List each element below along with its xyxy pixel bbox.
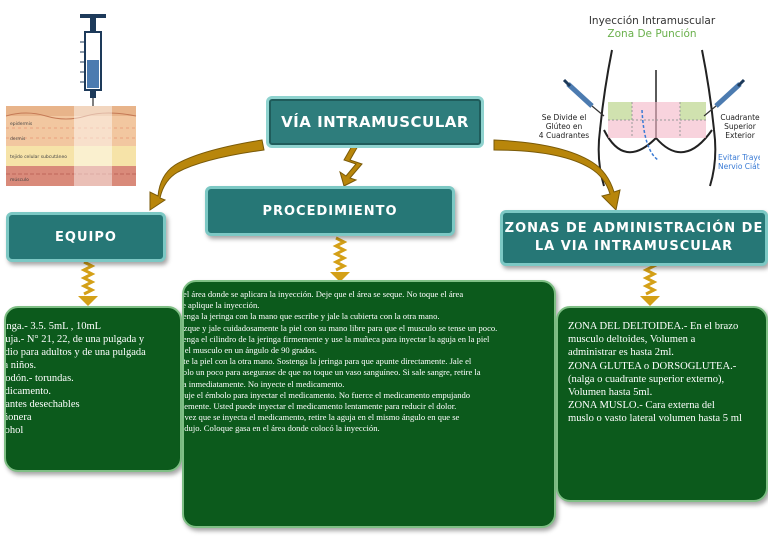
main-title: VÍA INTRAMUSCULAR xyxy=(281,113,469,131)
procedimiento-line: aguja inmediatamente. No inyecte el medi… xyxy=(182,378,345,389)
zonas-line: ZONA DEL DELTOIDEA.- En el brazo xyxy=(568,321,739,332)
glute-left-label-3: 4 Cuadrantes xyxy=(539,131,589,140)
equipo-item: uantes desechables xyxy=(4,399,80,410)
procedimiento-list: piel el área donde se aplicara la inyecc… xyxy=(182,282,554,435)
zonas-panel: ZONA DEL DELTOIDEA.- En el brazo musculo… xyxy=(556,306,768,502)
main-title-box: VÍA INTRAMUSCULAR xyxy=(266,96,484,148)
zigzag-procedimiento xyxy=(332,236,348,272)
zonas-line: administrar es hasta 2ml. xyxy=(568,347,674,359)
header-equipo: EQUIPO xyxy=(6,212,166,262)
zonas-list: ZONA DEL DELTOIDEA.- En el brazo musculo… xyxy=(558,308,766,426)
equipo-panel: ringa.- 3.5. 5mL , 10mL guja.- N° 21, 22… xyxy=(4,306,182,472)
procedimiento-line: Sostenga el cilindro de la jeringa firme… xyxy=(182,333,490,344)
equipo-item: edicamento. xyxy=(4,386,52,397)
skin-injection-illustration: epidermis dermis tejido celular subcután… xyxy=(6,14,137,186)
zonas-line: muslo o vasto lateral volumen hasta 5 ml xyxy=(568,413,742,425)
equipo-item: cohol xyxy=(4,425,24,436)
left-syringe-icon xyxy=(562,78,605,117)
procedimiento-line: piel el área donde se aplicara la inyecc… xyxy=(182,289,464,299)
procedimiento-panel: piel el área donde se aplicara la inyecc… xyxy=(182,280,556,528)
skin-label-epidermis: epidermis xyxy=(10,121,33,127)
header-equipo-label: EQUIPO xyxy=(55,229,117,245)
procedimiento-line: Suelte la piel con la otra mano. Sosteng… xyxy=(182,356,472,367)
procedimiento-line: Empuje el émbolo para inyectar el medica… xyxy=(182,389,471,400)
glute-diagram-subtitle: Zona De Punción xyxy=(607,28,696,40)
procedimiento-line: fuertemente. Usted puede inyectar el med… xyxy=(182,401,457,412)
glute-warning-label-2: Nervio Ciático xyxy=(718,162,760,171)
arrow-to-procedimiento xyxy=(339,145,363,187)
header-procedimiento-label: PROCEDIMIENTO xyxy=(262,203,398,219)
header-zonas-line-2: LA VIA INTRAMUSCULAR xyxy=(534,239,734,254)
arrow-to-equipo xyxy=(149,139,265,211)
zonas-line: ZONA MUSLO.- Cara externa del xyxy=(568,400,715,412)
header-zonas: ZONAS DE ADMINISTRACIÓN DE LA VIA INTRAM… xyxy=(500,210,768,266)
header-zonas-line-1: ZONAS DE ADMINISTRACIÓN DE xyxy=(504,221,764,236)
procedimiento-line: introdujo. Coloque gasa en el área donde… xyxy=(182,423,380,434)
procedimiento-line: s que aplique la inyección. xyxy=(182,300,260,311)
equipo-item: ringa.- 3.5. 5mL , 10mL xyxy=(4,321,102,332)
glute-warning-label-1: Evitar Trayectoria xyxy=(718,153,760,162)
equipo-list: ringa.- 3.5. 5mL , 10mL guja.- N° 21, 22… xyxy=(4,308,180,437)
skin-label-muscle: músculo xyxy=(10,176,29,183)
procedimiento-line: Sostenga la jeringa con la mano que escr… xyxy=(182,311,440,322)
zigzag-zonas xyxy=(642,260,658,296)
right-syringe-icon xyxy=(703,78,746,117)
zonas-line: musculo deltoides, Volumen a xyxy=(568,334,696,346)
skin-label-subcutaneous: tejido celular subcutáneo xyxy=(10,153,67,160)
glute-injection-diagram: Inyección Intramuscular Zona De Punción … xyxy=(539,15,760,187)
zonas-line: (nalga o cuadrante superior externo), xyxy=(568,373,725,385)
skin-label-dermis: dermis xyxy=(10,136,26,142)
equipo-item: guja.- N° 21, 22, de una pulgada y xyxy=(4,334,145,345)
procedimiento-line: émbolo un poco para asegurase de que no … xyxy=(182,367,481,378)
glute-right-label-2: Superior xyxy=(724,122,757,131)
glute-right-label-3: Exterior xyxy=(725,131,755,140)
glute-right-label-1: Cuadrante xyxy=(720,113,760,122)
glute-left-label-1: Se Divide el xyxy=(542,113,587,122)
glute-left-label-2: Glúteo en xyxy=(546,122,583,131)
zigzag-equipo xyxy=(80,260,96,296)
procedimiento-line: Pellizque y jale cuidadosamente la piel … xyxy=(182,322,498,333)
equipo-item: godón.- torundas. xyxy=(4,373,74,384)
glute-diagram-title: Inyección Intramuscular xyxy=(589,15,716,27)
zonas-line: ZONA GLUTEA o DORSOGLUTEA.- xyxy=(568,360,737,372)
arrow-to-zonas xyxy=(493,139,621,212)
equipo-item: iñonera xyxy=(6,412,32,423)
header-procedimiento: PROCEDIMIENTO xyxy=(205,186,455,236)
procedimiento-line: Una vez que se inyecta el medicamento, r… xyxy=(182,412,460,423)
procedimiento-line: y en el musculo en un ángulo de 90 grado… xyxy=(182,345,317,356)
zonas-line: Volumen hasta 5ml. xyxy=(568,387,653,399)
equipo-item: edio para adultos y de una pulgada xyxy=(4,347,146,358)
equipo-item: ra niños. xyxy=(6,360,37,371)
